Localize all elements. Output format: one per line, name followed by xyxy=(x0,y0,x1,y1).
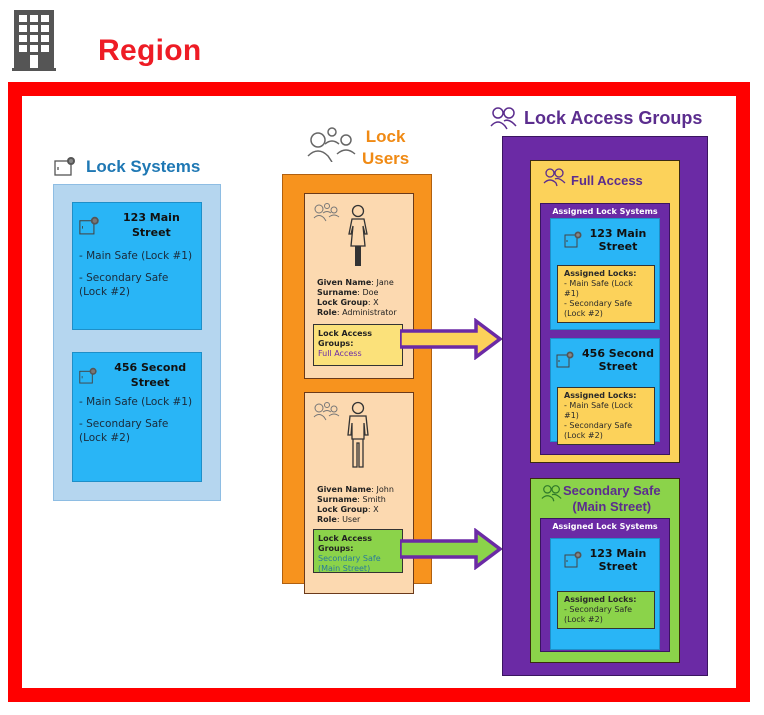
safe-icon xyxy=(564,551,582,568)
system-name: 123 Main xyxy=(589,547,647,560)
group-title-line2: (Main Street) xyxy=(572,499,652,514)
lock-users-title: Lock Users xyxy=(362,126,409,170)
assigned-lock-systems-title: Assigned Lock Systems xyxy=(552,522,658,531)
label: Surname xyxy=(317,288,358,297)
safe-icon xyxy=(564,231,582,248)
group-title-line1: Secondary Safe xyxy=(563,483,661,498)
lock-system-name: 456 Second Street xyxy=(114,361,187,389)
lock-item: - Secondary Safe xyxy=(564,421,633,430)
label: Given Name xyxy=(317,278,372,287)
group-icon xyxy=(543,168,566,187)
lock-system-card[interactable]: 123 Main Street - Main Safe (Lock #1) - … xyxy=(72,202,202,330)
safe-icon xyxy=(79,216,99,235)
arrow-to-full-access xyxy=(400,318,503,360)
system-name: Street xyxy=(598,560,638,573)
group-icon xyxy=(541,485,562,502)
group-title: Full Access xyxy=(571,173,643,188)
safe-icon xyxy=(556,351,574,368)
lock-access-groups-header: Lock Access Groups xyxy=(490,106,702,130)
lock-systems-header: Lock Systems xyxy=(54,156,200,178)
female-user-icon xyxy=(348,204,368,266)
role: : User xyxy=(336,515,361,524)
user-card[interactable]: Given Name: John Surname: Smith Lock Gro… xyxy=(304,392,414,594)
users-icon xyxy=(313,203,340,222)
lock-item: - Main Safe (Lock #1) xyxy=(564,401,633,420)
lock-item: - Main Safe (Lock #1) xyxy=(79,395,193,408)
lock-item: (Lock #2) xyxy=(564,615,603,624)
label: Lock Group xyxy=(317,505,368,514)
user-card[interactable]: Given Name: Jane Surname: Doe Lock Group… xyxy=(304,193,414,379)
system-name: Street xyxy=(598,240,638,253)
label: Role xyxy=(317,515,337,524)
region-title: Region xyxy=(98,34,202,67)
lock-users-title-line1: Lock xyxy=(365,127,406,146)
users-icon xyxy=(307,127,356,162)
label: Role xyxy=(317,308,337,317)
lock-item: - Secondary Safe xyxy=(564,605,633,614)
surname: : Smith xyxy=(357,495,386,504)
arrow-to-secondary-safe xyxy=(400,528,503,570)
lock-item: (Lock #2) xyxy=(564,309,603,318)
users-icon xyxy=(313,402,340,421)
safe-icon xyxy=(79,367,97,384)
assigned-locks-box: Assigned Locks: - Main Safe (Lock #1) - … xyxy=(557,265,655,323)
lock-item: - Main Safe (Lock #1) xyxy=(564,279,633,298)
assigned-locks-box: Assigned Locks: - Main Safe (Lock #1) - … xyxy=(557,387,655,445)
assigned-locks-box: Assigned Locks: - Secondary Safe (Lock #… xyxy=(557,591,655,629)
group-icon xyxy=(490,107,517,130)
safe-icon xyxy=(54,157,75,176)
lock-item: - Secondary Safe (Lock #2) xyxy=(79,417,169,445)
male-user-icon xyxy=(347,401,369,468)
user-info: Given Name: Jane Surname: Doe Lock Group… xyxy=(317,278,397,318)
assigned-locks-label: Assigned Locks: xyxy=(564,269,637,278)
system-name: Street xyxy=(598,360,638,373)
lock-systems-title: Lock Systems xyxy=(86,157,201,176)
role: : Administrator xyxy=(336,308,397,317)
lock-item: - Main Safe (Lock #1) xyxy=(79,249,193,262)
given-name: : John xyxy=(371,485,394,494)
lock-users-title-line2: Users xyxy=(362,149,410,168)
lock-item: (Lock #2) xyxy=(564,431,603,440)
lock-system-name: 123 Main Street xyxy=(123,211,180,239)
user-access-groups-box[interactable]: Lock Access Groups: Full Access xyxy=(313,324,403,366)
label: Given Name xyxy=(317,485,372,494)
access-group-value: (Main Street) xyxy=(318,564,371,573)
lock-group: : X xyxy=(367,505,379,514)
access-group-value: Secondary Safe xyxy=(318,554,381,563)
access-groups-label: Lock Access Groups: xyxy=(318,534,373,553)
assigned-locks-label: Assigned Locks: xyxy=(564,391,637,400)
lock-item: - Secondary Safe (Lock #2) xyxy=(79,271,169,299)
lock-group: : X xyxy=(367,298,379,307)
user-access-groups-box[interactable]: Lock Access Groups: Secondary Safe (Main… xyxy=(313,529,403,573)
given-name: : Jane xyxy=(371,278,394,287)
user-info: Given Name: John Surname: Smith Lock Gro… xyxy=(317,485,394,525)
label: Surname xyxy=(317,495,358,504)
system-name: 123 Main xyxy=(589,227,647,240)
lock-access-groups-title: Lock Access Groups xyxy=(524,107,703,128)
assigned-lock-systems-title: Assigned Lock Systems xyxy=(552,207,658,216)
lock-system-card[interactable]: 456 Second Street - Main Safe (Lock #1) … xyxy=(72,352,202,482)
assigned-locks-label: Assigned Locks: xyxy=(564,595,637,604)
group-title: Secondary Safe (Main Street) xyxy=(563,483,661,515)
surname: : Doe xyxy=(357,288,379,297)
building-icon xyxy=(12,10,56,71)
label: Lock Group xyxy=(317,298,368,307)
lock-item: - Secondary Safe xyxy=(564,299,633,308)
access-group-value: Full Access xyxy=(318,349,362,358)
access-groups-label: Lock Access Groups: xyxy=(318,329,373,348)
system-name: 456 Second xyxy=(582,347,654,360)
